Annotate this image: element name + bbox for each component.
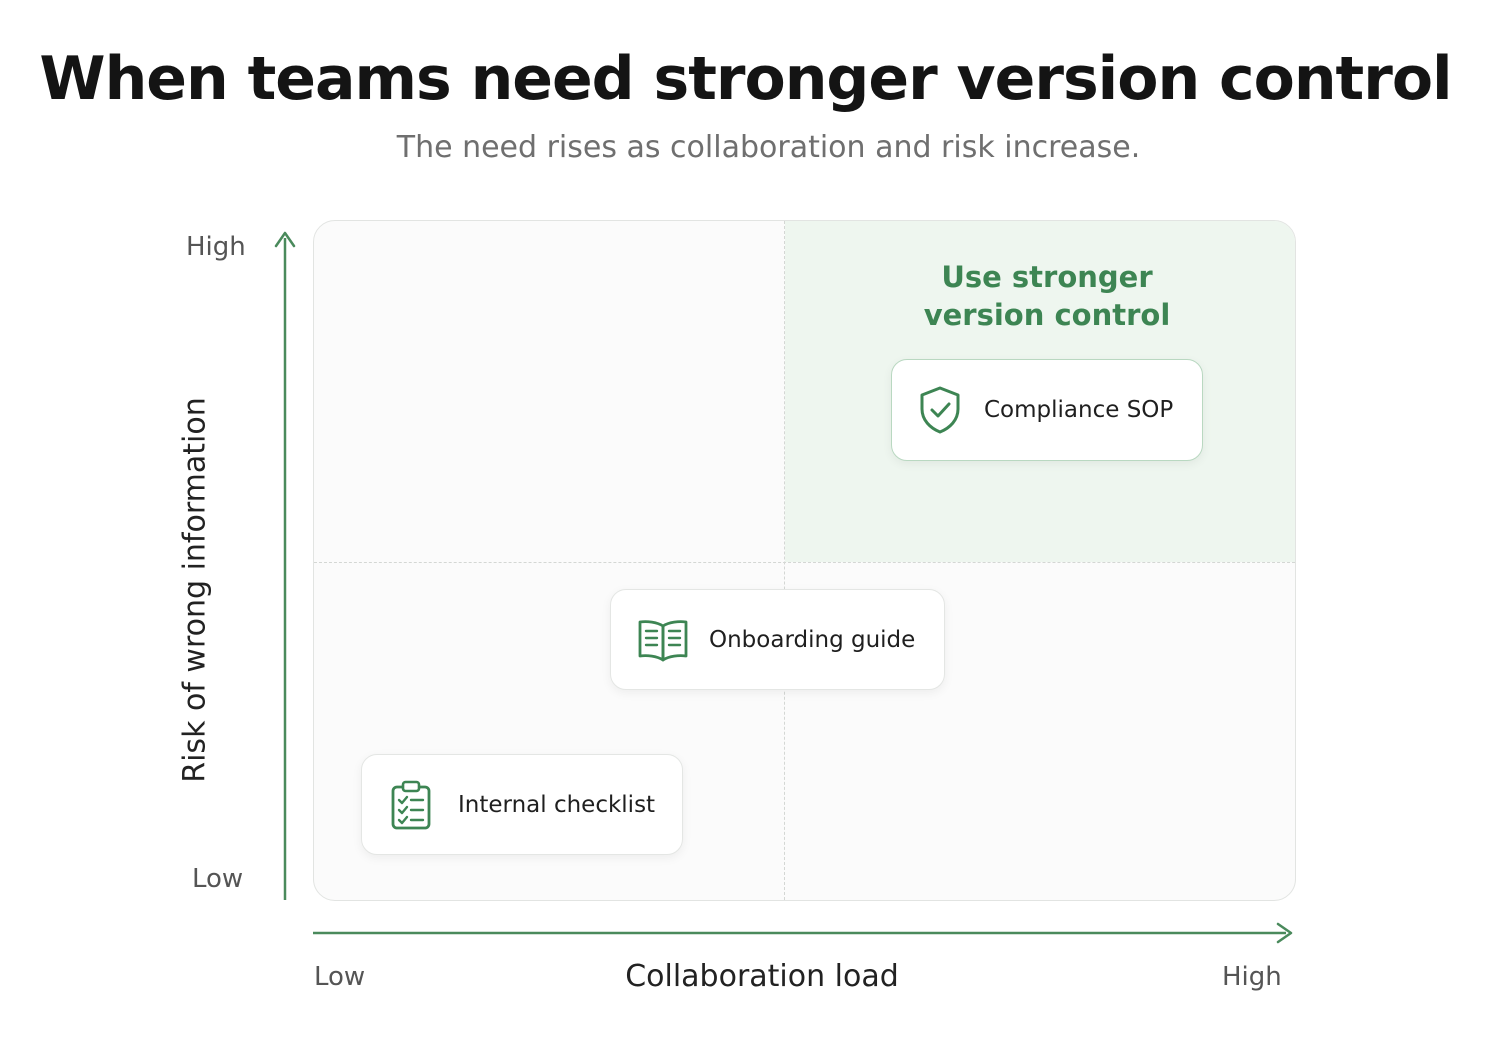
page-title: When teams need stronger version control	[39, 44, 1452, 114]
x-axis-low-label: Low	[314, 962, 366, 992]
x-axis-arrowhead	[1276, 922, 1293, 944]
open-book-icon	[637, 618, 689, 662]
shield-check-icon	[918, 385, 962, 435]
highlight-zone-label: Use stronger version control	[891, 258, 1203, 334]
y-axis-title-text: Risk of wrong information	[177, 397, 213, 783]
y-axis-arrowhead	[274, 231, 296, 248]
x-axis-title: Collaboration load	[625, 959, 899, 994]
item-card-internal-checklist: Internal checklist	[361, 754, 683, 855]
zone-label-line-1: Use stronger	[941, 260, 1153, 294]
item-card-compliance-sop: Compliance SOP	[891, 359, 1203, 461]
horizontal-divider	[314, 562, 1295, 563]
item-label: Compliance SOP	[984, 397, 1174, 423]
item-label: Internal checklist	[458, 791, 656, 818]
y-axis-high-label: High	[186, 232, 246, 262]
item-label: Onboarding guide	[709, 626, 916, 653]
page-subtitle: The need rises as collaboration and risk…	[396, 130, 1141, 165]
y-axis-low-label: Low	[192, 864, 244, 894]
clipboard-checklist-icon	[390, 780, 432, 830]
quadrant-matrix	[313, 220, 1296, 901]
item-card-onboarding-guide: Onboarding guide	[610, 589, 945, 690]
x-axis-high-label: High	[1222, 962, 1282, 992]
zone-label-line-2: version control	[923, 298, 1171, 332]
vertical-divider	[784, 221, 785, 900]
